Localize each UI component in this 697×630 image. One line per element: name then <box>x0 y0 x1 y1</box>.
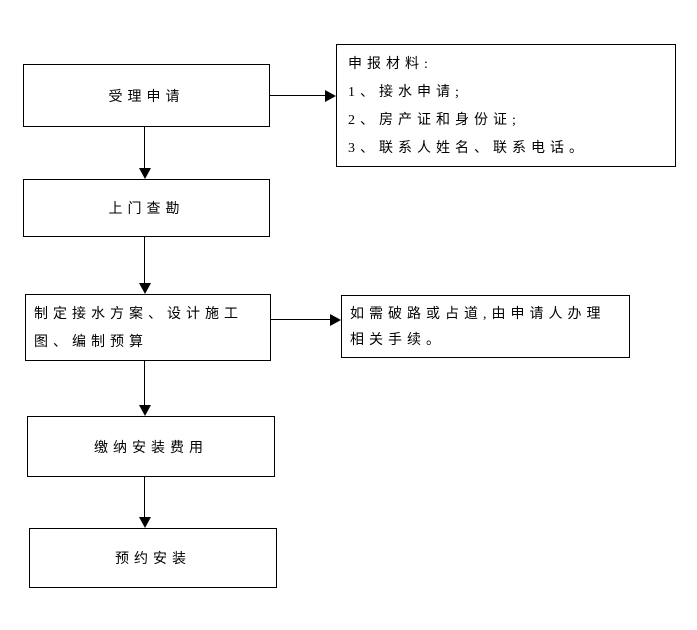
note-road-permit: 如需破路或占道,由申请人办理 相关手续。 <box>341 295 630 358</box>
arrow-shaft <box>143 361 146 405</box>
arrow-survey-to-plan <box>138 237 151 294</box>
arrow-accept-to-survey <box>138 127 151 179</box>
arrow-accept-to-materials <box>270 89 336 102</box>
materials-note-title: 申报材料: <box>348 57 433 72</box>
step-accept-application-label: 受理申请 <box>108 89 185 105</box>
step-pay-installation-fee-label: 缴纳安装费用 <box>94 440 208 456</box>
step-make-plan-line: 制定接水方案、设计施工 <box>34 307 243 322</box>
arrow-shaft <box>270 94 325 97</box>
arrow-pay-to-install <box>138 477 151 528</box>
step-schedule-installation-label: 预约安装 <box>115 552 191 567</box>
arrow-down-head-icon <box>138 405 151 416</box>
arrow-plan-to-road-note <box>271 313 341 326</box>
step-schedule-installation: 预约安装 <box>29 528 277 588</box>
arrow-down-head-icon <box>138 517 151 528</box>
step-make-plan-line: 图、编制预算 <box>34 335 148 350</box>
step-accept-application: 受理申请 <box>23 64 270 127</box>
step-make-plan: 制定接水方案、设计施工 图、编制预算 <box>25 294 271 361</box>
step-onsite-survey: 上门查勘 <box>23 179 270 237</box>
arrow-down-head-icon <box>138 283 151 294</box>
road-note-line: 相关手续。 <box>350 333 445 348</box>
step-onsite-survey-label: 上门查勘 <box>108 202 185 217</box>
note-application-materials: 申报材料: 1、接水申请; 2、房产证和身份证; 3、联系人姓名、联系电话。 <box>336 44 676 167</box>
arrow-right-head-icon <box>325 89 336 102</box>
arrow-shaft <box>143 127 146 168</box>
arrow-shaft <box>271 318 330 321</box>
arrow-right-head-icon <box>330 313 341 326</box>
materials-note-item: 1、接水申请; <box>348 85 464 100</box>
step-pay-installation-fee: 缴纳安装费用 <box>27 416 275 477</box>
road-note-line: 如需破路或占道,由申请人办理 <box>350 307 606 322</box>
arrow-plan-to-pay <box>138 361 151 416</box>
arrow-shaft <box>143 237 146 283</box>
arrow-down-head-icon <box>138 168 151 179</box>
materials-note-item: 3、联系人姓名、联系电话。 <box>348 141 588 156</box>
arrow-shaft <box>143 477 146 517</box>
materials-note-item: 2、房产证和身份证; <box>348 113 521 128</box>
